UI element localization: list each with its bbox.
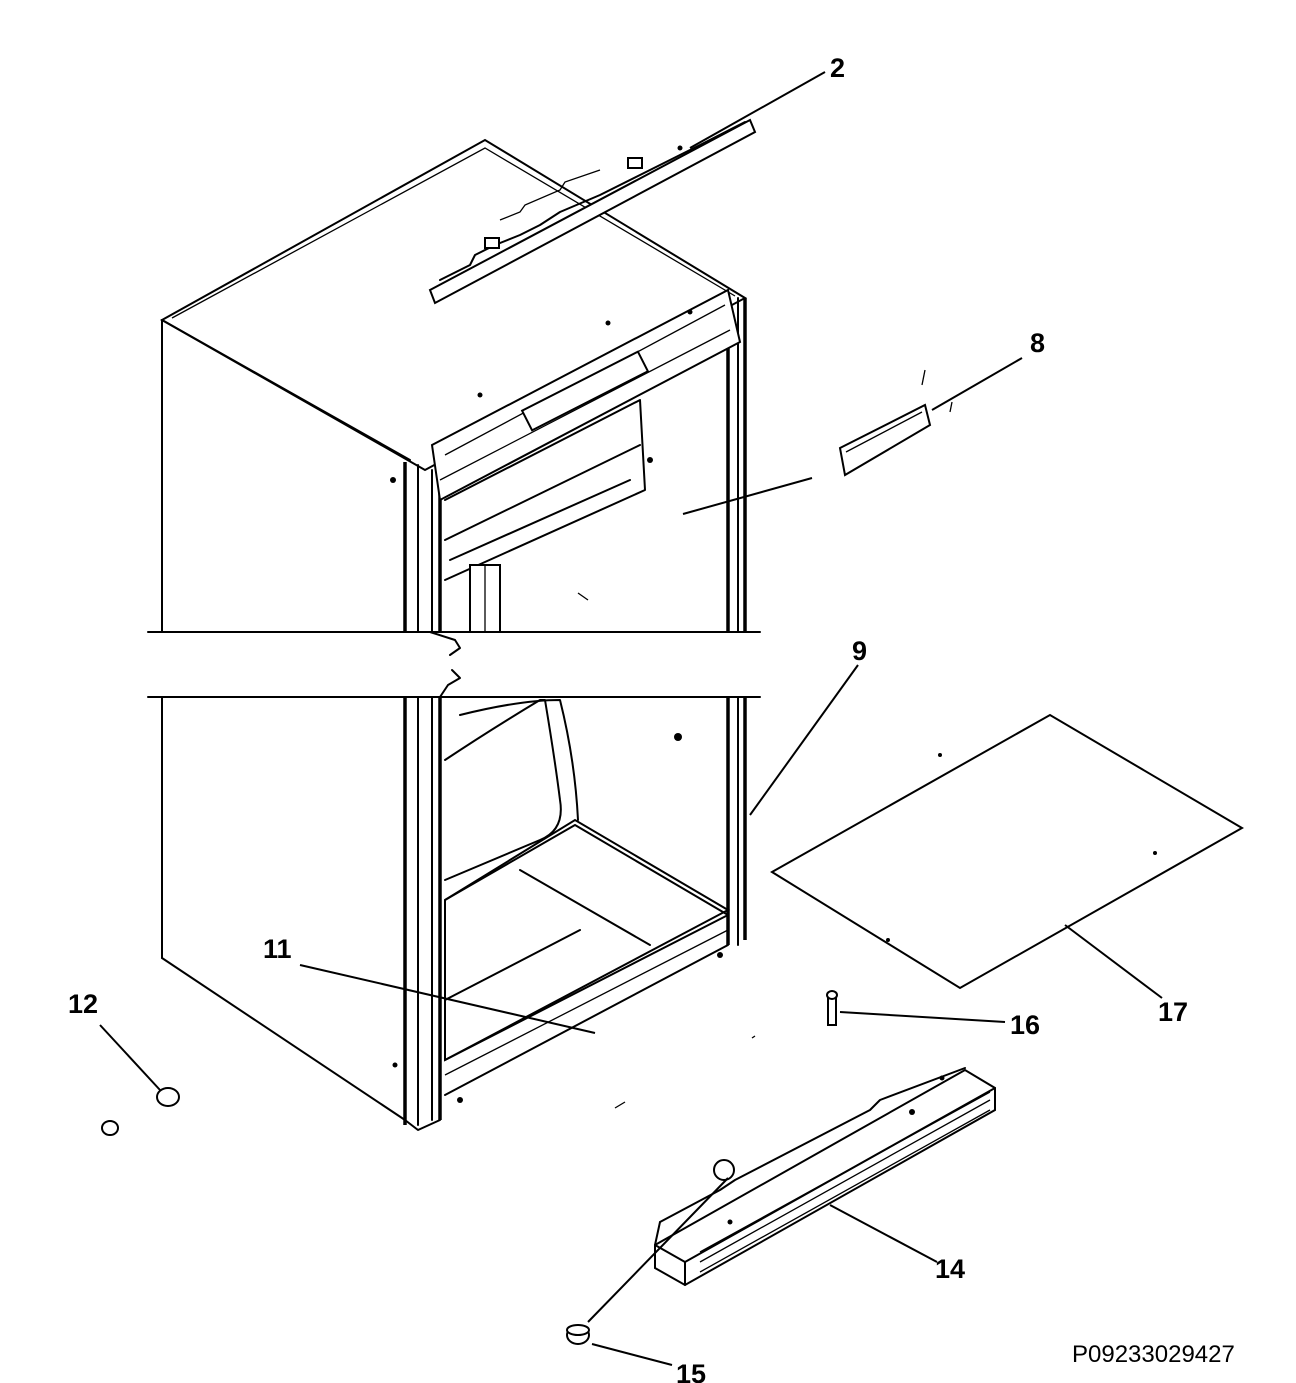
callout-labels: 2 8 9 11 12 14 15 16 17 (68, 53, 1188, 1383)
bottom-panel (770, 713, 1244, 990)
base-grille (654, 1067, 996, 1287)
callout-16: 16 (1010, 1010, 1040, 1040)
top-hinge-bracket (428, 118, 757, 305)
callout-12: 12 (68, 989, 98, 1019)
part-number: P09233029427 (1072, 1341, 1235, 1368)
cabinet-lower (161, 696, 756, 1131)
foot (566, 1324, 590, 1345)
callout-14: 14 (935, 1254, 965, 1284)
callout-15: 15 (676, 1359, 706, 1383)
callout-9: 9 (852, 636, 867, 666)
leveling-feet (101, 1087, 180, 1136)
label-plate (682, 369, 953, 515)
callout-8: 8 (1030, 328, 1045, 358)
break-lines (147, 631, 761, 698)
pin (826, 990, 838, 1026)
callout-2: 2 (830, 53, 845, 83)
callout-17: 17 (1158, 997, 1188, 1027)
leader-lines (99, 71, 1163, 1366)
cabinet-upper (159, 138, 748, 633)
callout-11: 11 (263, 934, 292, 964)
